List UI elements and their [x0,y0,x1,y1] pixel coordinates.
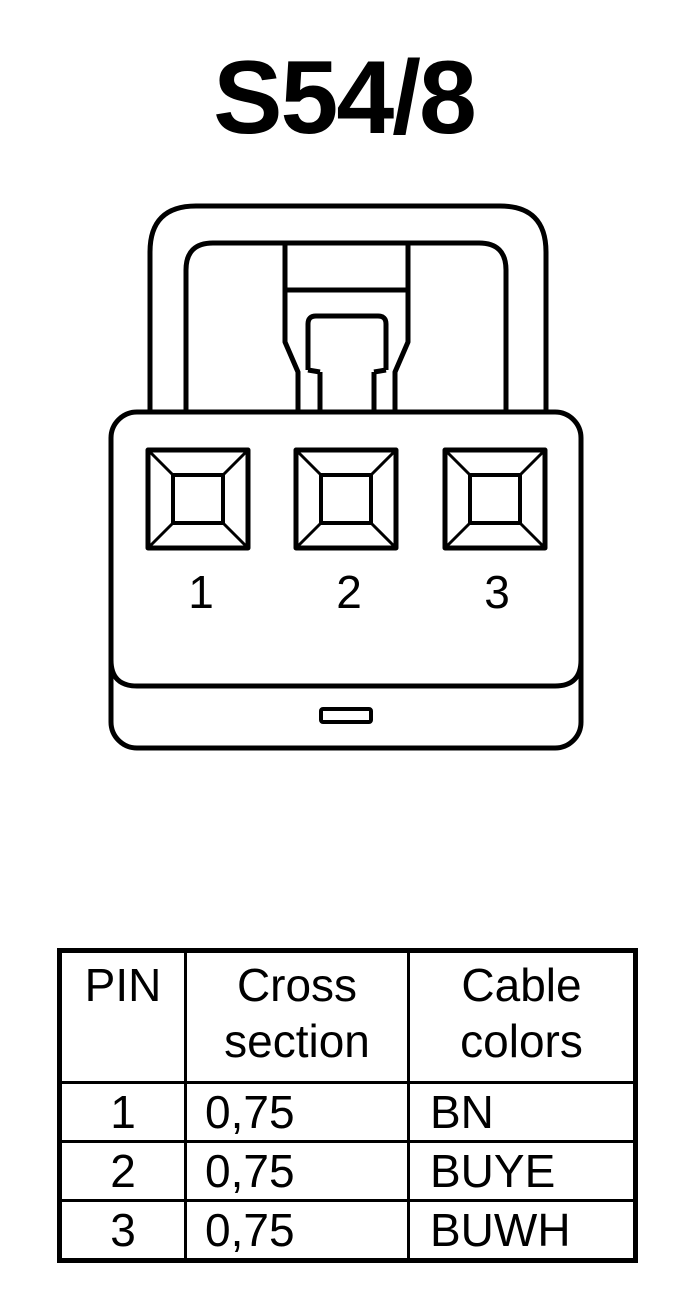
header-pin: PIN [57,948,187,1084]
pin-cavity-2 [293,447,399,551]
header-cross-section: Cross section [184,948,410,1084]
connector-title: S54/8 [213,40,477,156]
connector-body [108,409,584,751]
cell-cross-section: 0,75 [184,1081,410,1143]
pin-label-2: 2 [336,566,362,618]
cell-cross-section: 0,75 [184,1140,410,1202]
cell-pin: 3 [57,1199,187,1263]
pin-table: PIN Cross section Cable colors 1 0,75 BN… [57,948,638,1263]
cell-cable-color: BUYE [407,1140,638,1202]
latch-tab [282,243,301,412]
table-row: 1 0,75 BN [57,1081,638,1143]
cell-cable-color: BUWH [407,1199,638,1263]
latch-inner [183,240,509,414]
cell-pin: 2 [57,1140,187,1202]
latch-outer [147,203,549,414]
cell-cable-color: BN [407,1081,638,1143]
cell-pin: 1 [57,1081,187,1143]
latch-tab-right [392,243,411,412]
connector-skirt-line [108,659,584,689]
pin-cavity-3 [442,447,548,551]
table-row: 2 0,75 BUYE [57,1140,638,1202]
table-row: 3 0,75 BUWH [57,1199,638,1263]
pin-table-header: PIN Cross section Cable colors [57,948,638,1084]
coding-slot [319,707,373,724]
cell-cross-section: 0,75 [184,1199,410,1263]
connector-diagram: 1 2 3 [108,203,584,751]
pin-label-3: 3 [484,566,510,618]
pin-cavity-1 [145,447,251,551]
header-cable-colors: Cable colors [407,948,638,1084]
pin-label-1: 1 [188,566,214,618]
